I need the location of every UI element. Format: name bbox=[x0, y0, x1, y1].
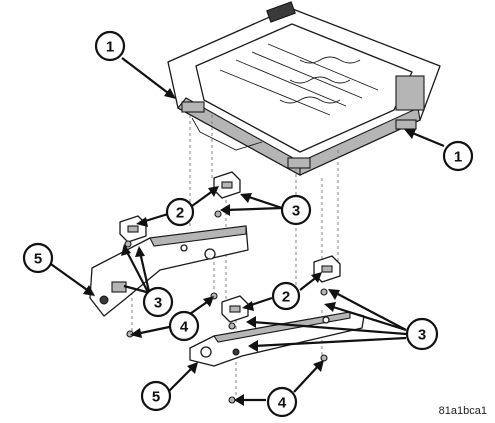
fasteners bbox=[124, 210, 328, 404]
callout-label: 1 bbox=[454, 149, 462, 166]
callout-1-right: 1 bbox=[442, 140, 474, 172]
callout-label: 3 bbox=[292, 203, 300, 220]
figure-id: 81a1bca1 bbox=[439, 405, 487, 417]
callout-label: 4 bbox=[278, 395, 287, 412]
callout-2-lower: 2 bbox=[271, 281, 301, 311]
callout-label: 5 bbox=[152, 389, 160, 406]
callout-label: 3 bbox=[418, 327, 426, 344]
lower-bracket-left bbox=[221, 295, 249, 323]
upper-bracket-left bbox=[213, 171, 241, 199]
callout-label: 2 bbox=[282, 289, 290, 306]
callout-label: 4 bbox=[180, 319, 189, 336]
callout-label: 1 bbox=[106, 39, 114, 56]
callout-4-mid: 4 bbox=[168, 310, 200, 342]
right-riser bbox=[189, 311, 365, 367]
callout-5-lower: 5 bbox=[140, 380, 172, 412]
callout-label: 3 bbox=[154, 295, 162, 312]
seat-frame bbox=[167, 1, 441, 176]
callout-3-upper: 3 bbox=[280, 194, 312, 226]
callout-2-upper: 2 bbox=[165, 197, 195, 227]
left-riser bbox=[89, 225, 249, 317]
callout-5-left: 5 bbox=[22, 242, 54, 274]
leader-lines bbox=[47, 57, 445, 406]
callout-3-right: 3 bbox=[405, 317, 439, 351]
callout-4-lower: 4 bbox=[266, 386, 298, 418]
callout-1-upper: 1 bbox=[94, 30, 126, 62]
callout-label: 2 bbox=[176, 205, 184, 222]
callout-label: 5 bbox=[34, 251, 42, 268]
callout-3-left: 3 bbox=[142, 286, 174, 318]
